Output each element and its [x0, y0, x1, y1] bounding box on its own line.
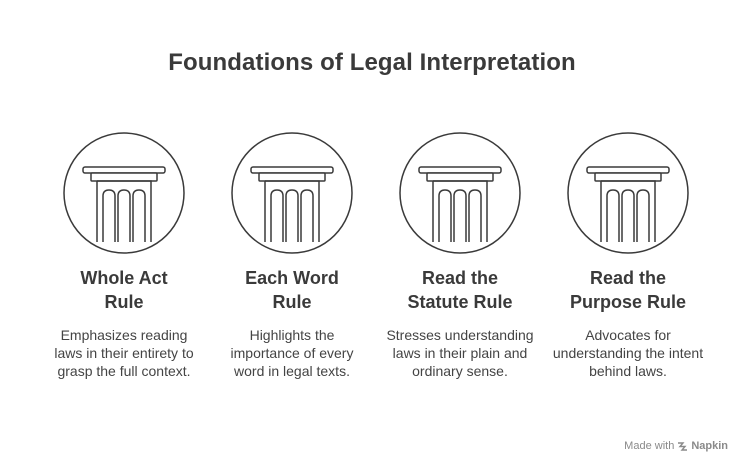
- rule-title: Read the Statute Rule: [407, 268, 513, 312]
- pillar-icon: [399, 132, 521, 254]
- watermark: Made with Napkin: [624, 440, 728, 452]
- rule-description: Highlights the importance of every word …: [230, 327, 354, 379]
- rule-description: Advocates for understanding the intent b…: [552, 327, 704, 379]
- made-with-label: Made with: [624, 440, 675, 452]
- brand-label: Napkin: [691, 440, 728, 452]
- rule-card-read-purpose: Read the Purpose Rule Advocates for unde…: [544, 130, 712, 380]
- pillar-icon: [231, 132, 353, 254]
- rule-title: Read the Purpose Rule: [569, 268, 687, 312]
- rule-title: Each Word Rule: [245, 268, 339, 312]
- rule-title: Whole Act Rule: [80, 268, 168, 312]
- rule-card-each-word: Each Word Rule Highlights the importance…: [208, 130, 376, 380]
- rule-card-read-statute: Read the Statute Rule Stresses understan…: [376, 130, 544, 380]
- rule-description: Emphasizes reading laws in their entiret…: [54, 327, 194, 379]
- napkin-logo-icon: [678, 441, 688, 451]
- pillar-icon: [567, 132, 689, 254]
- pillar-icon: [63, 132, 185, 254]
- rule-card-whole-act: Whole Act Rule Emphasizes reading laws i…: [40, 130, 208, 380]
- rule-description: Stresses understanding laws in their pla…: [386, 327, 534, 379]
- diagram-title: Foundations of Legal Interpretation: [168, 49, 576, 76]
